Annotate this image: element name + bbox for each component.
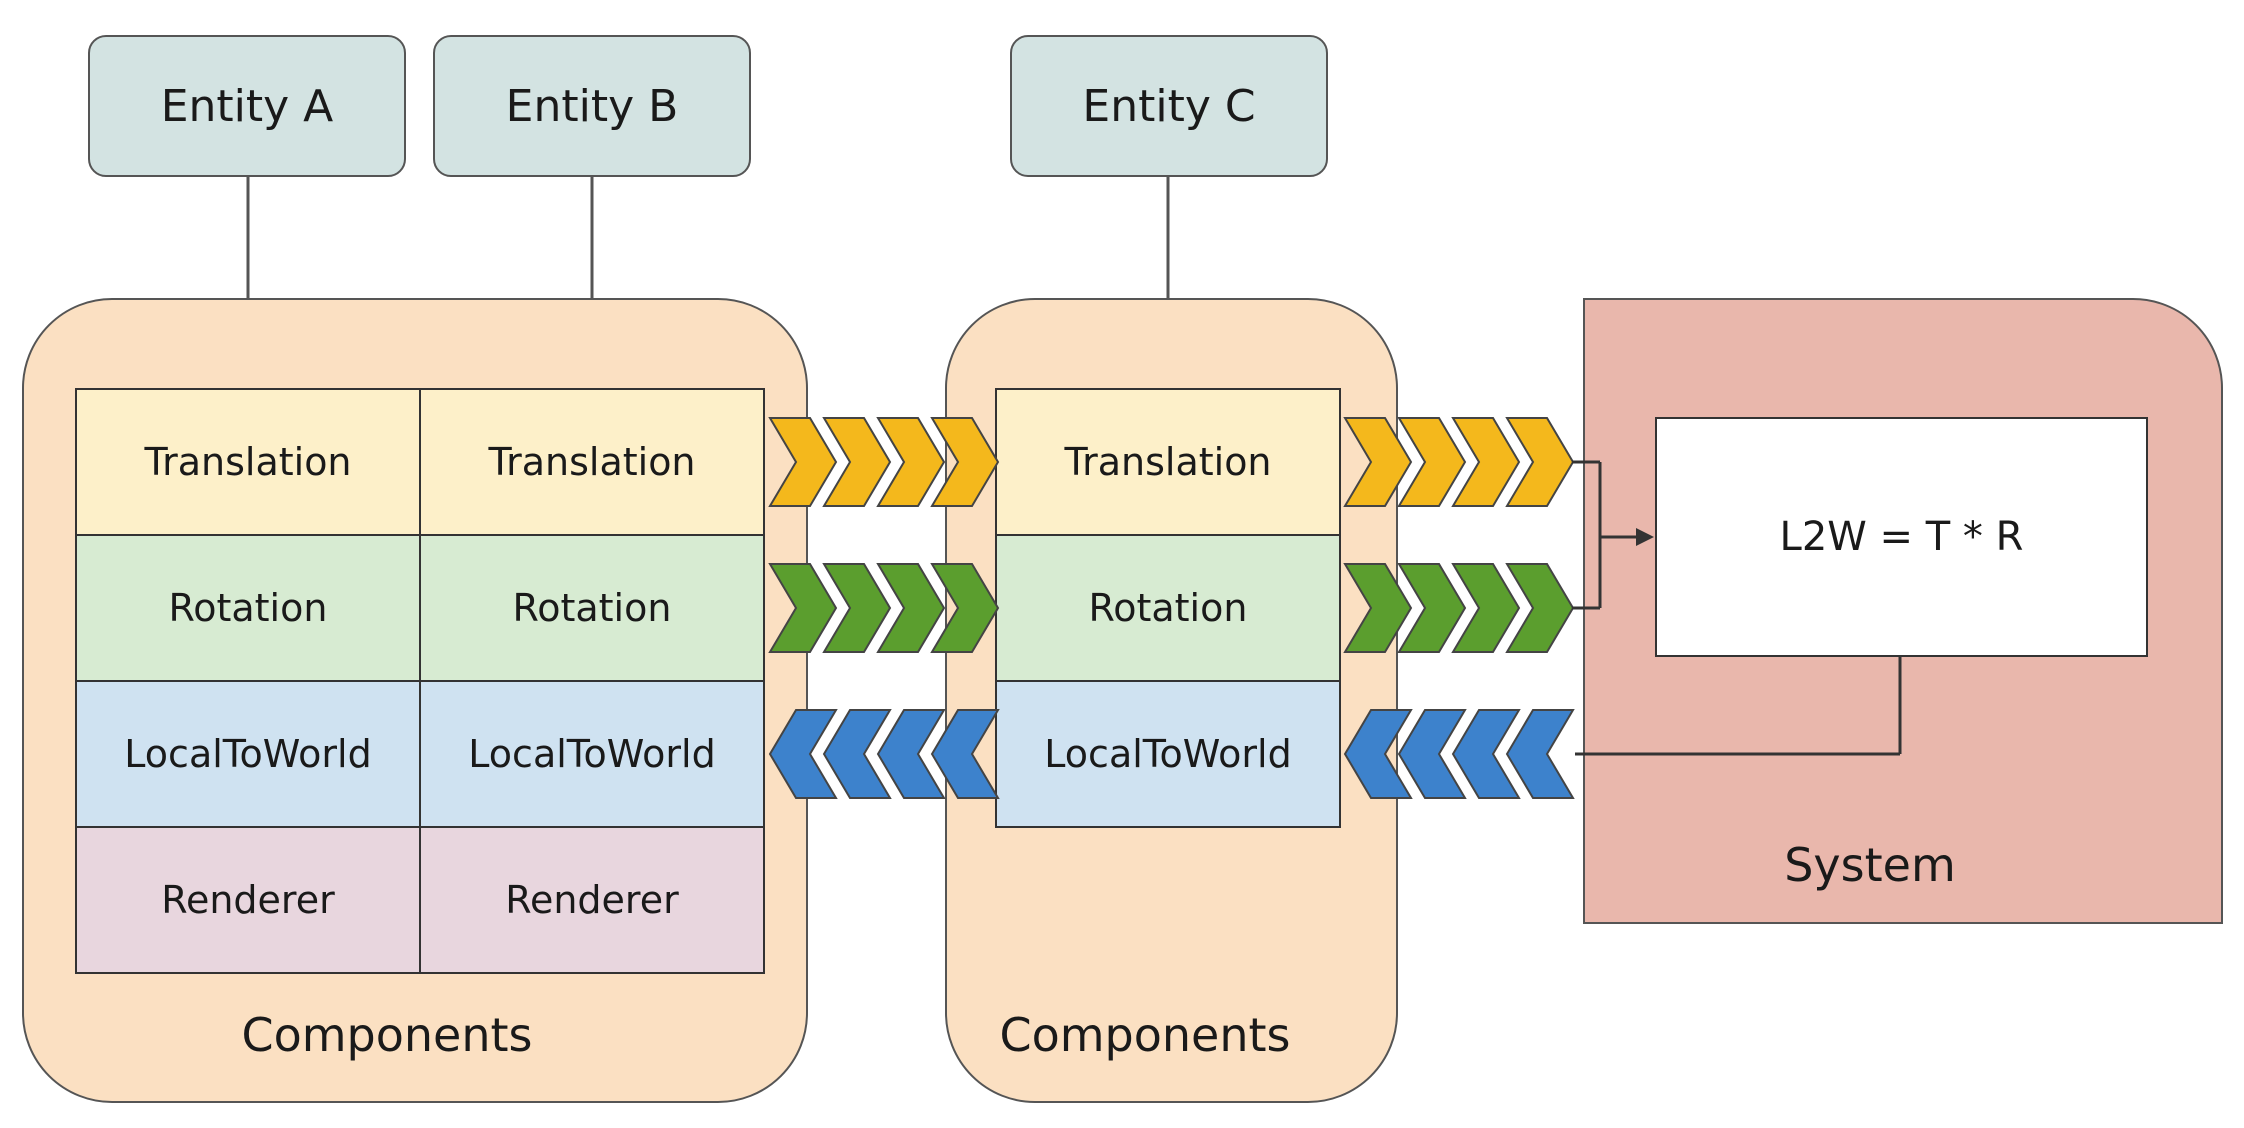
entity-a-rotation: Rotation (75, 534, 421, 682)
formula-text: L2W = T * R (1779, 514, 2024, 560)
rotation-arrow-chevron (768, 563, 838, 653)
entity-c-rotation: Rotation (995, 534, 1341, 682)
component-label: LocalToWorld (468, 732, 716, 776)
entity-b-local-to-world: LocalToWorld (419, 680, 765, 828)
translation-arrow-chevron (876, 417, 946, 507)
entity-c-label: Entity C (1082, 80, 1256, 132)
translation-arrow-chevron (1343, 417, 1413, 507)
components-label-middle: Components (999, 1008, 1291, 1062)
local-to-world-arrow-chevron (1505, 709, 1575, 799)
rotation-arrow-chevron (822, 563, 892, 653)
local-to-world-arrow-chevron (768, 709, 838, 799)
entity-c-translation: Translation (995, 388, 1341, 536)
entity-a-label: Entity A (160, 80, 334, 132)
local-to-world-arrow-chevron (930, 709, 1000, 799)
translation-arrow-chevron (1397, 417, 1467, 507)
entity-c-local-to-world: LocalToWorld (995, 680, 1341, 828)
entity-c-box: Entity C (1010, 35, 1328, 177)
system-label: System (1784, 838, 1956, 892)
entity-a-renderer: Renderer (75, 826, 421, 974)
local-to-world-arrow-chevron (1343, 709, 1413, 799)
translation-arrow-chevron (1451, 417, 1521, 507)
rotation-arrow-chevron (1451, 563, 1521, 653)
arrow-head-icon (1636, 528, 1654, 546)
local-to-world-arrow-chevron (876, 709, 946, 799)
entity-a-box: Entity A (88, 35, 406, 177)
translation-arrow-chevron (768, 417, 838, 507)
local-to-world-arrow-chevron (1451, 709, 1521, 799)
component-label: Renderer (161, 878, 335, 922)
component-label: Renderer (505, 878, 679, 922)
entity-a-translation: Translation (75, 388, 421, 536)
entity-b-renderer: Renderer (419, 826, 765, 974)
translation-arrow-chevron (930, 417, 1000, 507)
translation-arrow-chevron (822, 417, 892, 507)
formula-box: L2W = T * R (1655, 417, 2148, 657)
local-to-world-arrow-chevron (822, 709, 892, 799)
component-label: Translation (488, 440, 696, 484)
entity-a-local-to-world: LocalToWorld (75, 680, 421, 828)
component-label: Rotation (512, 586, 672, 630)
components-label-left: Components (241, 1008, 533, 1062)
entity-b-label: Entity B (505, 80, 679, 132)
component-label: LocalToWorld (1044, 732, 1292, 776)
rotation-arrow-chevron (1343, 563, 1413, 653)
entity-b-box: Entity B (433, 35, 751, 177)
rotation-arrow-chevron (1505, 563, 1575, 653)
component-label: Rotation (1088, 586, 1248, 630)
component-label: Rotation (168, 586, 328, 630)
component-label: LocalToWorld (124, 732, 372, 776)
rotation-arrow-chevron (1397, 563, 1467, 653)
component-label: Translation (1064, 440, 1272, 484)
component-label: Translation (144, 440, 352, 484)
translation-arrow-chevron (1505, 417, 1575, 507)
local-to-world-arrow-chevron (1397, 709, 1467, 799)
rotation-arrow-chevron (930, 563, 1000, 653)
rotation-arrow-chevron (876, 563, 946, 653)
